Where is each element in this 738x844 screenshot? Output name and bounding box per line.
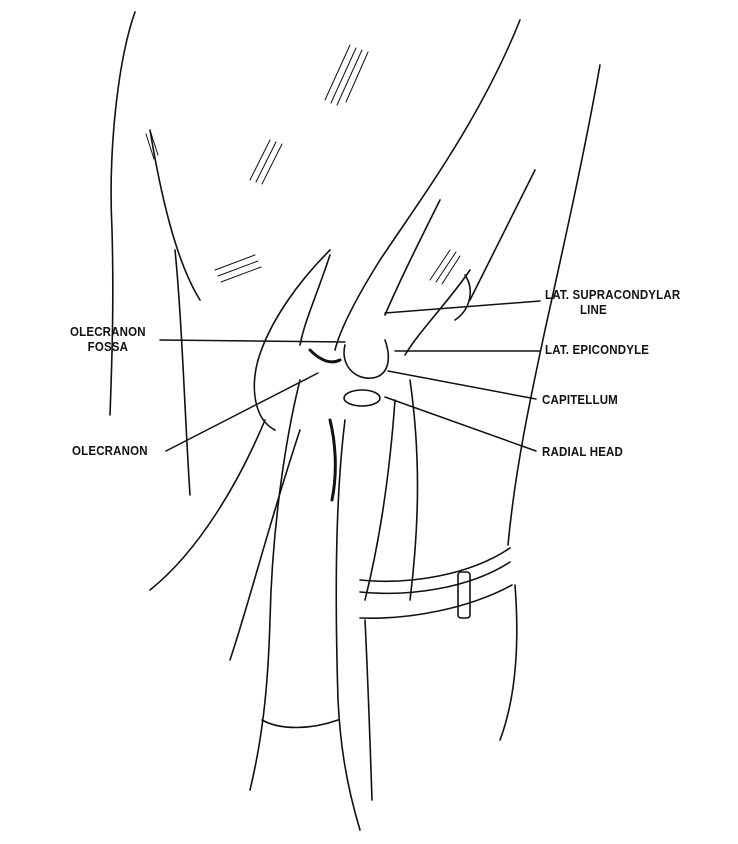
label-lat-supracondylar-line: LAT. SUPRACONDYLAR LINE	[545, 288, 680, 318]
examiner-thumb	[404, 269, 471, 356]
upper-arm-ridge	[384, 199, 441, 316]
leader-lines	[159, 300, 541, 452]
leader-supracondylar	[384, 300, 541, 314]
torso-left-outline	[109, 11, 136, 416]
examiner-hand	[253, 249, 331, 431]
trousers	[364, 584, 518, 801]
back-contour	[149, 129, 201, 496]
belt-loop	[457, 571, 471, 619]
left-forearm-line	[149, 419, 301, 661]
label-olecranon-fossa: OLECRANON FOSSA	[70, 325, 146, 355]
label-olecranon: OLECRANON	[72, 444, 148, 458]
upper-arm-back	[469, 169, 536, 301]
label-line-2: FOSSA	[87, 340, 129, 354]
belt	[359, 547, 513, 620]
label-line-1: OLECRANON	[70, 325, 146, 339]
shading-hatches	[145, 44, 461, 285]
label-line-1: LAT. SUPRACONDYLAR	[545, 288, 681, 302]
examiner-forearm	[249, 379, 361, 831]
torso-right-outline	[507, 64, 601, 546]
label-radial-head: RADIAL HEAD	[542, 445, 624, 459]
leader-capitellum	[387, 370, 537, 400]
radial-head-shape	[343, 389, 381, 407]
label-line-2: LINE	[579, 303, 607, 317]
patient-forearm	[364, 379, 419, 601]
leader-olecranon-fossa	[159, 339, 346, 343]
label-lat-epicondyle: LAT. EPICONDYLE	[545, 343, 650, 357]
leader-radial-head	[384, 396, 537, 452]
examiner-wrist	[261, 719, 339, 729]
olecranon-shading	[308, 348, 342, 502]
leader-olecranon	[165, 372, 319, 452]
label-capitellum: CAPITELLUM	[542, 393, 618, 407]
upper-arm-front	[334, 19, 521, 351]
elbow-condyles	[343, 339, 389, 379]
